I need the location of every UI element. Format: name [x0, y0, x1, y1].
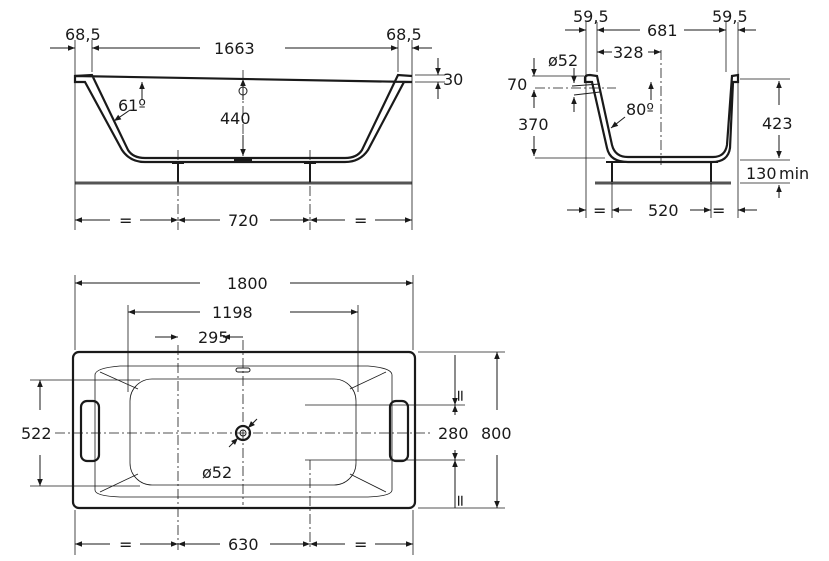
- side-view: 68,5 1663 68,5 30 61º 440 = 720 =: [50, 25, 463, 230]
- dim-drain-offset: 295: [198, 328, 229, 347]
- dim-eq-left: =: [119, 211, 132, 230]
- dim-basin-length: 1198: [212, 303, 253, 322]
- dim-overflow-drop: 70: [507, 75, 527, 94]
- dim-eq-right: =: [354, 211, 367, 230]
- dim-eq-left: =: [119, 535, 132, 554]
- dim-inner-length: 1663: [214, 39, 255, 58]
- dim-drain-diameter: ø52: [548, 51, 578, 70]
- dim-rim-left: 59,5: [573, 7, 609, 26]
- tub-rim-inner: [94, 365, 393, 498]
- dim-wall-angle: 61º: [118, 96, 146, 115]
- dim-rim-left: 68,5: [65, 25, 101, 44]
- dim-overall-width: 800: [481, 424, 512, 443]
- end-view: 59,5 681 59,5 ø52 328 70 370 80º 423 130…: [507, 7, 809, 220]
- dim-eq-right: =: [354, 535, 367, 554]
- tub-outline: [71, 350, 417, 510]
- dim-wall-angle: 80º: [626, 100, 654, 119]
- dim-rim-height: 30: [443, 70, 463, 89]
- dim-rim-right: 68,5: [386, 25, 422, 44]
- headrest-right: [388, 399, 410, 463]
- dim-leg-height-suffix: min: [779, 164, 809, 183]
- dim-eq-right: =: [712, 201, 725, 220]
- plan-view: 1800 1198 295 522 280 800 = = ø52 = 630 …: [21, 274, 512, 555]
- dim-drain-offset: 328: [613, 43, 644, 62]
- dim-overflow-height: 370: [518, 115, 549, 134]
- dim-leg-spacing-length: 630: [228, 535, 259, 554]
- dim-leg-spacing: 520: [648, 201, 679, 220]
- dim-overall-length: 1800: [227, 274, 268, 293]
- dim-inner-width: 681: [647, 21, 678, 40]
- dim-leg-height: 130: [746, 164, 777, 183]
- dim-eq-left: =: [593, 201, 606, 220]
- headrest-left: [79, 399, 101, 463]
- dim-drain-diameter: ø52: [202, 463, 232, 482]
- legs: [606, 161, 718, 182]
- dim-eq-top: =: [451, 389, 470, 402]
- dim-leg-spacing-width: 280: [438, 424, 469, 443]
- dim-eq-bottom: =: [451, 494, 470, 507]
- dim-inner-depth: 423: [762, 114, 793, 133]
- dim-rim-right: 59,5: [712, 7, 748, 26]
- dim-depth: 440: [220, 109, 251, 128]
- dim-leg-spacing: 720: [228, 211, 259, 230]
- dim-basin-width: 522: [21, 424, 52, 443]
